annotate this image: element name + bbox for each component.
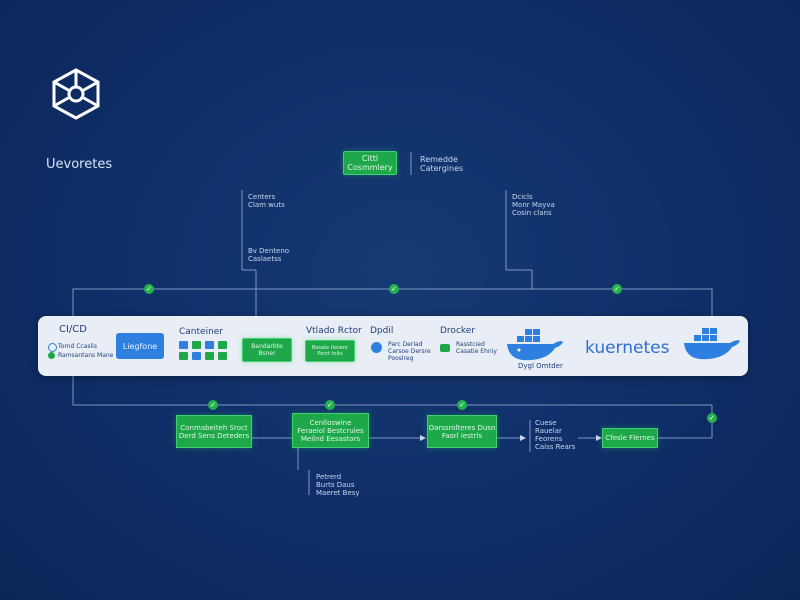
cicd-item-icon (48, 352, 55, 359)
deploy-text: Parc Derlad Carsoe Dersre Pooslreg (388, 341, 431, 362)
check-icon: ✓ (389, 284, 399, 294)
container-cell (205, 352, 214, 360)
check-icon: ✓ (144, 284, 154, 294)
build-box[interactable]: Liegfone (116, 333, 164, 359)
deploy-icon (371, 342, 382, 353)
cicd-item-1: Tornd Ccaslis (58, 343, 97, 350)
container-cell (218, 341, 227, 349)
container-cell (192, 341, 201, 349)
brand-name: Uevoretes (46, 157, 113, 172)
top-green-side-label: Remedde Catergines (420, 155, 464, 173)
container-cell (205, 341, 214, 349)
check-icon: ✓ (208, 400, 218, 410)
check-icon: ✓ (612, 284, 622, 294)
check-icon: ✓ (707, 413, 717, 423)
top-green-node[interactable]: Cittl Cosmmlery (343, 151, 397, 175)
docker-whale-icon (507, 329, 563, 361)
logo-icon (52, 68, 100, 120)
left-note-2: Bv Denteno Caslaetss (248, 247, 290, 263)
whale-caption: Dygl Omtder (518, 362, 563, 370)
cicd-title: CI/CD (59, 324, 87, 335)
right-note: Dcicls Monr Mayva Cosin clans (512, 193, 555, 217)
container-title: Canteiner (179, 327, 224, 337)
docker-text: Rasstcied Casatie Ehniy (456, 341, 497, 355)
container-cell (192, 352, 201, 360)
container-cell (218, 352, 227, 360)
kubernetes-label: kuernetes (585, 338, 670, 358)
final-box[interactable]: Cfesle Flernes (602, 428, 658, 448)
cicd-item-icon (48, 343, 57, 352)
cicd-item-2: Ramsantans Mane (58, 352, 114, 359)
container-cell (179, 341, 188, 349)
docker-icon (440, 344, 450, 352)
deploy-title: Dpdil (370, 326, 394, 336)
monitor-title: Vtlado Rctor (306, 326, 362, 336)
stage-list: Cuese Rauelar Feorens Caiss Rears (535, 419, 576, 451)
stage-box-2[interactable]: Cenlloswine Feraeiol Bestcruies Meilnd E… (292, 413, 369, 448)
stage-box-3[interactable]: Oarssrolteres Dusn Faorl Iestrls (427, 415, 497, 448)
monitor-box[interactable]: Bandarbte Bsner (242, 338, 292, 362)
stage-box-1[interactable]: Conmabeiteh Sroct Derd Sens Deteders (176, 415, 252, 448)
check-icon: ✓ (457, 400, 467, 410)
check-icon: ✓ (325, 400, 335, 410)
left-note-1: Centers Clam wuts (248, 193, 285, 209)
docker-whale-icon (684, 328, 740, 360)
docker-title: Drocker (440, 326, 476, 336)
monitor-box-2[interactable]: Besate tlesenr Perct tolts (305, 340, 355, 362)
bottom-sub-note: Petrerd Burts Daus Maeret Besy (316, 473, 360, 497)
container-cell (179, 352, 188, 360)
